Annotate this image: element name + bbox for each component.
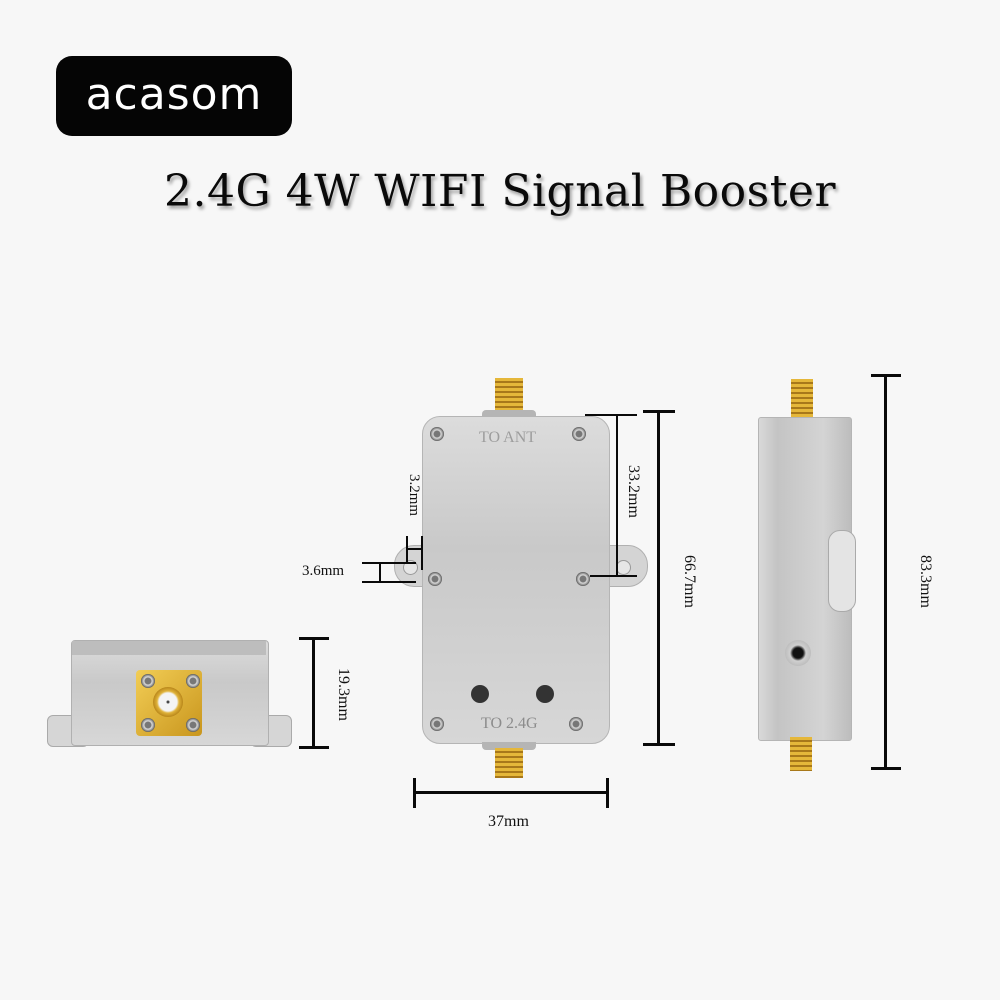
dim-hole-diameter-label: 3.6mm <box>302 563 345 579</box>
dim-body-height-vert <box>657 410 660 746</box>
dim-width-horiz <box>413 791 609 794</box>
dim-hole-diameter-top <box>362 562 416 564</box>
screw-icon <box>141 718 155 732</box>
dim-hole-diameter-tick <box>379 562 381 583</box>
dim-thickness-vert <box>312 637 315 749</box>
dim-hole-offset-tick <box>406 548 423 550</box>
dim-total-length-vert <box>884 374 887 770</box>
dim-width-right <box>606 778 609 808</box>
end-body-top-strip <box>72 641 266 655</box>
dim-hole-to-top-top <box>585 414 637 416</box>
dim-width-label: 37mm <box>488 813 529 830</box>
dim-hole-diameter-bottom <box>362 581 416 583</box>
dim-hole-offset-left <box>406 536 408 564</box>
screw-icon <box>141 674 155 688</box>
dim-total-length-label: 83.3mm <box>917 555 934 608</box>
page-title: 2.4G 4W WIFI Signal Booster <box>164 166 836 217</box>
brand-logo: acasom <box>56 56 292 136</box>
screw-icon <box>572 427 586 441</box>
dim-hole-offset-right <box>421 536 423 570</box>
dim-hole-to-top-label: 33.2mm <box>625 465 642 518</box>
to-24g-label: TO 2.4G <box>481 715 538 732</box>
screw-icon <box>576 572 590 586</box>
screw-icon <box>430 427 444 441</box>
to-ant-label: TO ANT <box>479 429 537 446</box>
dim-hole-offset-label: 3.2mm <box>406 474 422 517</box>
screw-icon <box>428 572 442 586</box>
bottom-sma-connector <box>495 748 523 778</box>
power-jack-icon <box>785 640 811 666</box>
side-bottom-sma-connector <box>790 737 812 771</box>
top-sma-connector <box>495 378 523 416</box>
screw-icon <box>186 718 200 732</box>
end-view <box>45 640 295 750</box>
front-view: TO ANT TO 2.4G <box>390 370 650 780</box>
dim-hole-to-top-bottom <box>590 575 637 577</box>
screw-icon <box>186 674 200 688</box>
dim-body-height-bottom <box>643 743 675 746</box>
led-right <box>536 685 554 703</box>
sma-jack-icon <box>153 687 183 717</box>
top-connector-base <box>482 410 536 420</box>
side-top-sma-connector <box>791 379 813 417</box>
bottom-connector-base <box>482 742 536 750</box>
dim-thickness-label: 19.3mm <box>335 668 352 721</box>
dim-thickness-bottom <box>299 746 329 749</box>
side-view <box>750 375 860 775</box>
side-mount-ear <box>828 530 856 612</box>
dim-hole-to-top-vert <box>616 414 618 576</box>
dim-total-length-bottom <box>871 767 901 770</box>
screw-icon <box>569 717 583 731</box>
led-left <box>471 685 489 703</box>
right-mount-hole <box>616 560 631 575</box>
dim-body-height-label: 66.7mm <box>681 555 698 608</box>
screw-icon <box>430 717 444 731</box>
brand-logo-text: acasom <box>85 68 263 120</box>
